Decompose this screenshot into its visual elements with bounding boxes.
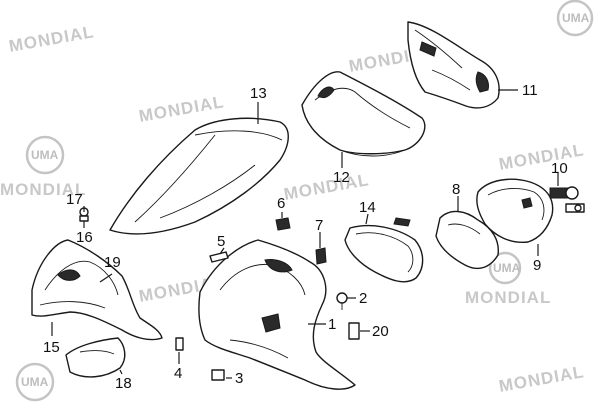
callout-11: 11 bbox=[522, 82, 538, 99]
part-ignition-lock bbox=[549, 186, 585, 213]
callout-10: 10 bbox=[551, 160, 568, 177]
part-screw-2 bbox=[336, 292, 348, 310]
part-small-3 bbox=[211, 369, 225, 381]
uma-logo-top-right: UMA bbox=[556, 0, 594, 37]
watermark-mondial-3: MONDIAL bbox=[282, 170, 370, 204]
callout-20: 20 bbox=[372, 323, 389, 340]
watermark-mondial-7: MONDIAL bbox=[465, 288, 551, 307]
watermark-mondial-5: MONDIAL bbox=[497, 140, 585, 174]
callout-6: 6 bbox=[277, 195, 285, 212]
callout-7: 7 bbox=[315, 217, 323, 234]
uma-logo-right: UMA bbox=[488, 251, 522, 285]
part-front-shield bbox=[31, 239, 163, 341]
callout-13: 13 bbox=[250, 85, 267, 102]
callout-8: 8 bbox=[452, 181, 460, 198]
part-speedometer-cover bbox=[476, 178, 554, 243]
callout-18: 18 bbox=[115, 375, 132, 392]
logo-text-2: UMA bbox=[31, 148, 59, 162]
callout-2: 2 bbox=[359, 290, 367, 307]
callout-16: 16 bbox=[76, 229, 93, 246]
part-leg-shield bbox=[198, 239, 356, 390]
callout-9: 9 bbox=[533, 257, 541, 274]
watermark-mondial-1: MONDIAL bbox=[7, 22, 95, 56]
part-insert-20 bbox=[348, 322, 360, 340]
uma-logo-bottom-left: UMA bbox=[15, 362, 55, 402]
logo-text-3: UMA bbox=[21, 375, 49, 389]
leader-lines bbox=[51, 89, 559, 379]
part-clip-6 bbox=[275, 217, 291, 231]
part-clip-7 bbox=[315, 247, 327, 265]
callout-1: 1 bbox=[328, 316, 336, 333]
part-inner-bracket bbox=[435, 210, 499, 270]
watermark-mondial-2: MONDIAL bbox=[137, 92, 225, 126]
callout-5: 5 bbox=[217, 233, 225, 250]
callout-3: 3 bbox=[235, 370, 243, 387]
part-small-4 bbox=[175, 337, 184, 351]
callout-12: 12 bbox=[333, 169, 350, 186]
callout-labels: 13 12 11 10 8 9 14 6 7 5 2 1 20 4 3 17 1… bbox=[43, 82, 568, 392]
callout-14: 14 bbox=[359, 199, 376, 216]
uma-logo-left: UMA bbox=[25, 135, 65, 175]
callout-19: 19 bbox=[104, 254, 121, 271]
part-handlebar-rear-cover bbox=[407, 21, 500, 109]
callout-15: 15 bbox=[43, 339, 60, 356]
part-front-top-cover bbox=[109, 117, 289, 235]
watermark-mondial-8: MONDIAL bbox=[497, 362, 585, 396]
callout-17: 17 bbox=[66, 191, 83, 208]
part-gasket-ring bbox=[344, 217, 424, 283]
watermark-mondial-6: MONDIAL bbox=[0, 180, 86, 199]
part-small-bracket bbox=[65, 337, 126, 378]
logo-text-1: UMA bbox=[562, 11, 590, 25]
part-headlight-cover bbox=[301, 71, 426, 157]
logo-text-4: UMA bbox=[493, 261, 521, 275]
callout-4: 4 bbox=[174, 365, 182, 382]
